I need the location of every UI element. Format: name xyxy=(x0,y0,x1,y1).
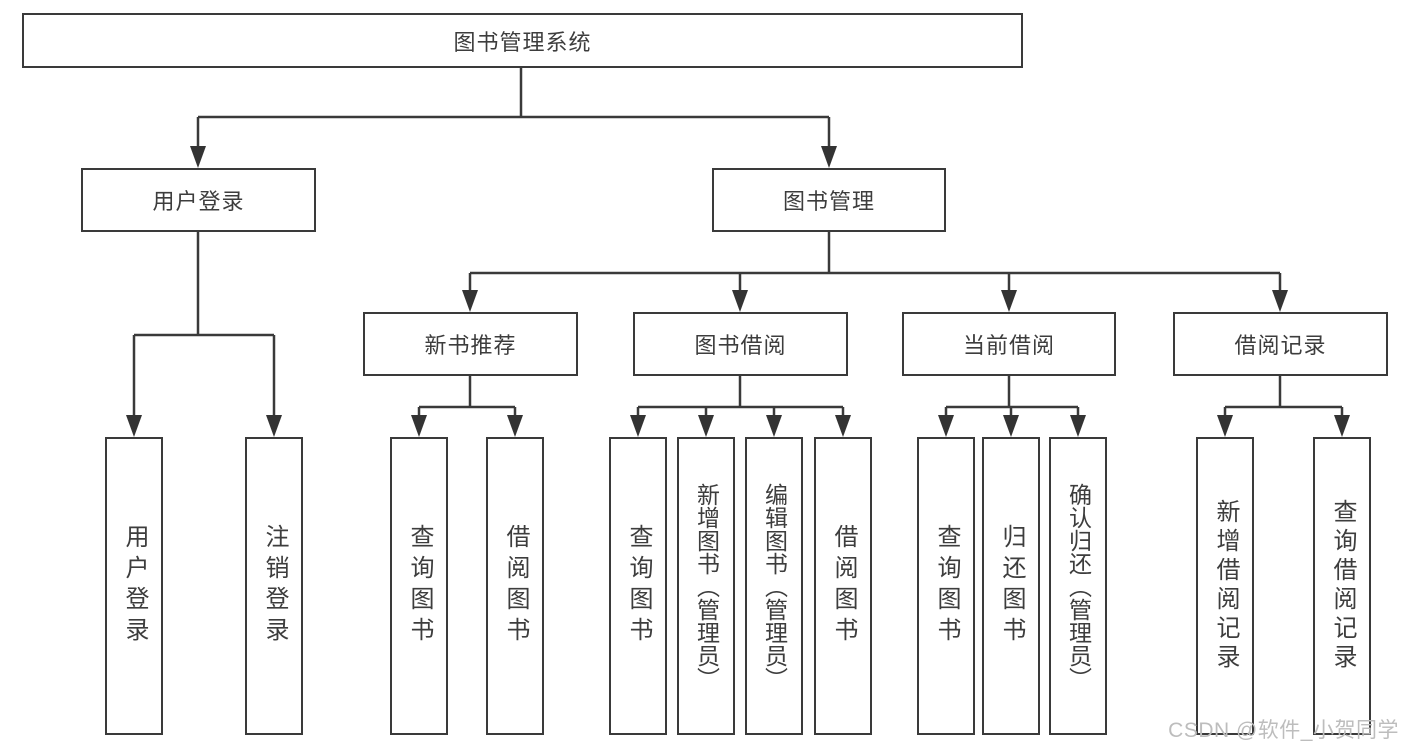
leaf-label: 查询图书 xyxy=(625,524,652,648)
leaf-label: 编辑图书（管理员） xyxy=(761,482,788,690)
leaf-query-books-recommend: 查询图书 xyxy=(390,437,448,735)
node-label: 新书推荐 xyxy=(424,333,517,358)
leaf-add-books-admin: 新增图书（管理员） xyxy=(677,437,735,735)
node-borrowing-records: 借阅记录 xyxy=(1173,312,1388,376)
leaf-label: 新增图书（管理员） xyxy=(693,482,720,690)
leaf-label: 查询借阅记录 xyxy=(1329,499,1356,673)
leaf-query-books-current: 查询图书 xyxy=(917,437,975,735)
leaf-label: 注销登录 xyxy=(261,524,288,648)
node-label: 用户登录 xyxy=(152,189,245,214)
node-label: 借阅记录 xyxy=(1234,333,1327,358)
node-book-management: 图书管理 xyxy=(712,168,946,232)
leaf-label: 借阅图书 xyxy=(502,524,529,648)
leaf-edit-books-admin: 编辑图书（管理员） xyxy=(745,437,803,735)
node-new-book-recommend: 新书推荐 xyxy=(363,312,578,376)
leaf-label: 查询图书 xyxy=(406,524,433,648)
node-label: 图书管理系统 xyxy=(453,29,592,55)
node-label: 图书借阅 xyxy=(694,333,787,358)
node-root-system: 图书管理系统 xyxy=(22,13,1023,68)
leaf-label: 借阅图书 xyxy=(830,524,857,648)
leaf-label: 新增借阅记录 xyxy=(1212,499,1239,673)
leaf-label: 查询图书 xyxy=(933,524,960,648)
leaf-borrow-books-recommend: 借阅图书 xyxy=(486,437,544,735)
leaf-add-borrow-record: 新增借阅记录 xyxy=(1196,437,1254,735)
leaf-logout: 注销登录 xyxy=(245,437,303,735)
leaf-label: 归还图书 xyxy=(998,524,1025,648)
node-user-login: 用户登录 xyxy=(81,168,316,232)
leaf-borrow-books: 借阅图书 xyxy=(814,437,872,735)
csdn-watermark: CSDN @软件_小贺同学 xyxy=(1168,719,1399,742)
leaf-confirm-return-admin: 确认归还（管理员） xyxy=(1049,437,1107,735)
node-book-borrowing: 图书借阅 xyxy=(633,312,848,376)
leaf-label: 确认归还（管理员） xyxy=(1065,482,1092,690)
leaf-query-borrow-record: 查询借阅记录 xyxy=(1313,437,1371,735)
leaf-return-books: 归还图书 xyxy=(982,437,1040,735)
leaf-user-login: 用户登录 xyxy=(105,437,163,735)
arrowheads xyxy=(126,146,1350,437)
node-label: 图书管理 xyxy=(782,189,875,214)
leaf-query-books-borrowing: 查询图书 xyxy=(609,437,667,735)
leaf-label: 用户登录 xyxy=(121,524,148,648)
node-label: 当前借阅 xyxy=(962,333,1055,358)
node-current-borrowing: 当前借阅 xyxy=(902,312,1116,376)
